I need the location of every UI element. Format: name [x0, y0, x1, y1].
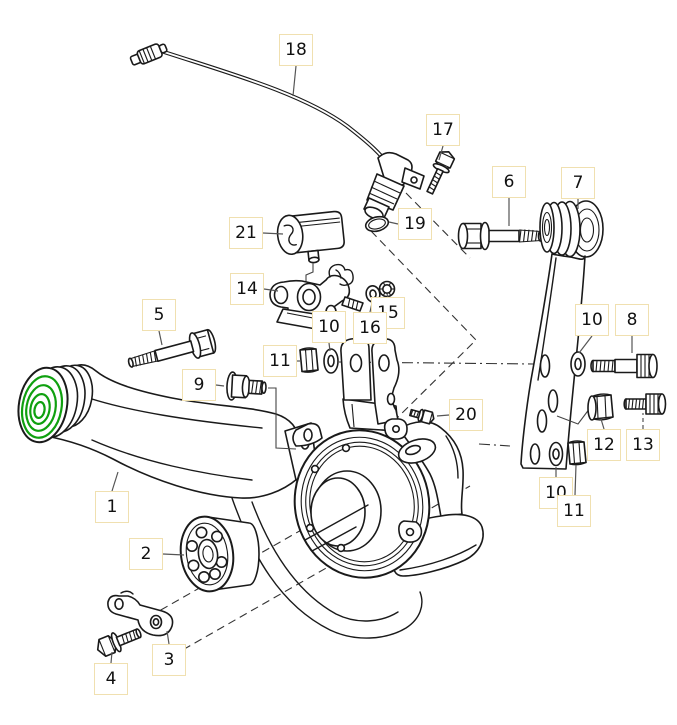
- part-18-sensor-cable: [129, 43, 392, 169]
- part-1-bushing: [17, 364, 94, 444]
- leader-17: [438, 145, 444, 161]
- part-6-bolt: [457, 221, 544, 251]
- part-20-bolt: [409, 408, 435, 425]
- part-21-damper: [276, 210, 345, 264]
- callout-10-upper[interactable]: 10: [312, 311, 346, 343]
- part-wheel-carrier: [292, 337, 484, 579]
- cable-connector: [129, 43, 168, 66]
- callout-3[interactable]: 3: [152, 644, 186, 676]
- part-11-nut-upper: [299, 347, 319, 373]
- part-17-bolt: [426, 151, 456, 195]
- leader-21-part: [305, 263, 314, 286]
- part-15-nut: [378, 280, 396, 298]
- callout-2[interactable]: 2: [129, 538, 163, 570]
- part-10-washer-upper: [323, 348, 339, 374]
- part-10-washer-lower: [548, 441, 564, 467]
- leader-1: [111, 471, 119, 492]
- leader-10-upper: [328, 342, 331, 352]
- callout-7[interactable]: 7: [561, 167, 595, 199]
- callout-20[interactable]: 20: [449, 399, 483, 431]
- part-9-bolt: [226, 371, 267, 401]
- callout-1[interactable]: 1: [95, 491, 129, 523]
- leader-21: [262, 232, 284, 235]
- leader-20: [436, 414, 450, 417]
- leader-10-right: [578, 335, 593, 354]
- part-7-link-arm: [520, 200, 604, 470]
- callout-17[interactable]: 17: [426, 114, 460, 146]
- part-speed-sensor: [363, 151, 425, 220]
- leader-4: [110, 651, 113, 664]
- part-13-bolt: [623, 393, 667, 415]
- part-5-bolt: [127, 328, 217, 368]
- callout-9[interactable]: 9: [182, 369, 216, 401]
- leader-9-part: [268, 387, 297, 450]
- callout-19[interactable]: 19: [398, 208, 432, 240]
- callout-12[interactable]: 12: [587, 429, 621, 461]
- callout-14[interactable]: 14: [230, 273, 264, 305]
- part-11-nut-lower: [567, 440, 587, 466]
- leader-12-part: [556, 407, 591, 425]
- part-12-nut: [587, 393, 614, 421]
- callout-18[interactable]: 18: [279, 34, 313, 66]
- part-14-bracket: [269, 263, 364, 330]
- callout-11-lower[interactable]: 11: [557, 495, 591, 527]
- callout-13[interactable]: 13: [626, 429, 660, 461]
- leader-14: [263, 288, 279, 292]
- part-19-oring: [364, 215, 390, 233]
- part-4-bolt: [96, 628, 142, 658]
- part-3-retainer-plate: [107, 590, 174, 637]
- leader-lines: [110, 65, 644, 664]
- leader-12: [600, 418, 605, 430]
- callout-21[interactable]: 21: [229, 217, 263, 249]
- leader-19: [388, 221, 399, 225]
- part-8-bolt: [590, 353, 658, 379]
- leader-11-lower: [574, 464, 577, 496]
- leader-18: [292, 65, 297, 97]
- callout-11-upper[interactable]: 11: [263, 345, 297, 377]
- callout-16[interactable]: 16: [353, 312, 387, 344]
- leader-15: [386, 293, 389, 298]
- leader-2: [162, 553, 185, 556]
- callout-5[interactable]: 5: [142, 299, 176, 331]
- callout-6[interactable]: 6: [492, 166, 526, 198]
- part-10-washer-right: [570, 351, 586, 377]
- part-1-bushing-highlight: [20, 375, 64, 439]
- callout-10-right[interactable]: 10: [575, 304, 609, 336]
- leader-9: [215, 384, 225, 387]
- leader-3: [166, 630, 170, 645]
- part-2-bearing: [179, 515, 260, 593]
- callout-8[interactable]: 8: [615, 304, 649, 336]
- leader-5: [158, 330, 163, 346]
- callout-4[interactable]: 4: [94, 663, 128, 695]
